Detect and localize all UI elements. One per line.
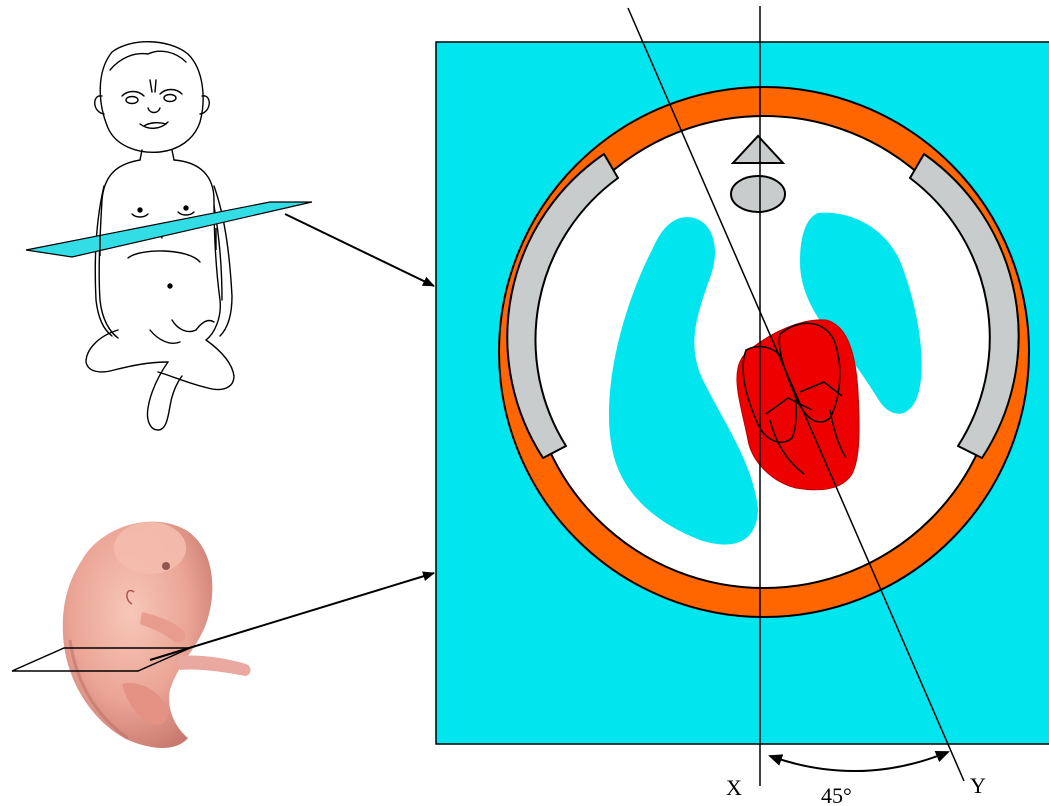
- fetus-figure-icon: [63, 522, 251, 748]
- vertebra-oval-icon: [731, 176, 785, 212]
- infant-to-panel-arrow: [285, 214, 434, 286]
- cross-section-panel: [436, 6, 1049, 786]
- angle-arc: [770, 752, 948, 771]
- angle-label: 45°: [821, 783, 852, 806]
- infant-section-plane: [26, 202, 312, 257]
- axis-y-label: Y: [970, 773, 986, 798]
- axis-x-label: X: [726, 775, 742, 800]
